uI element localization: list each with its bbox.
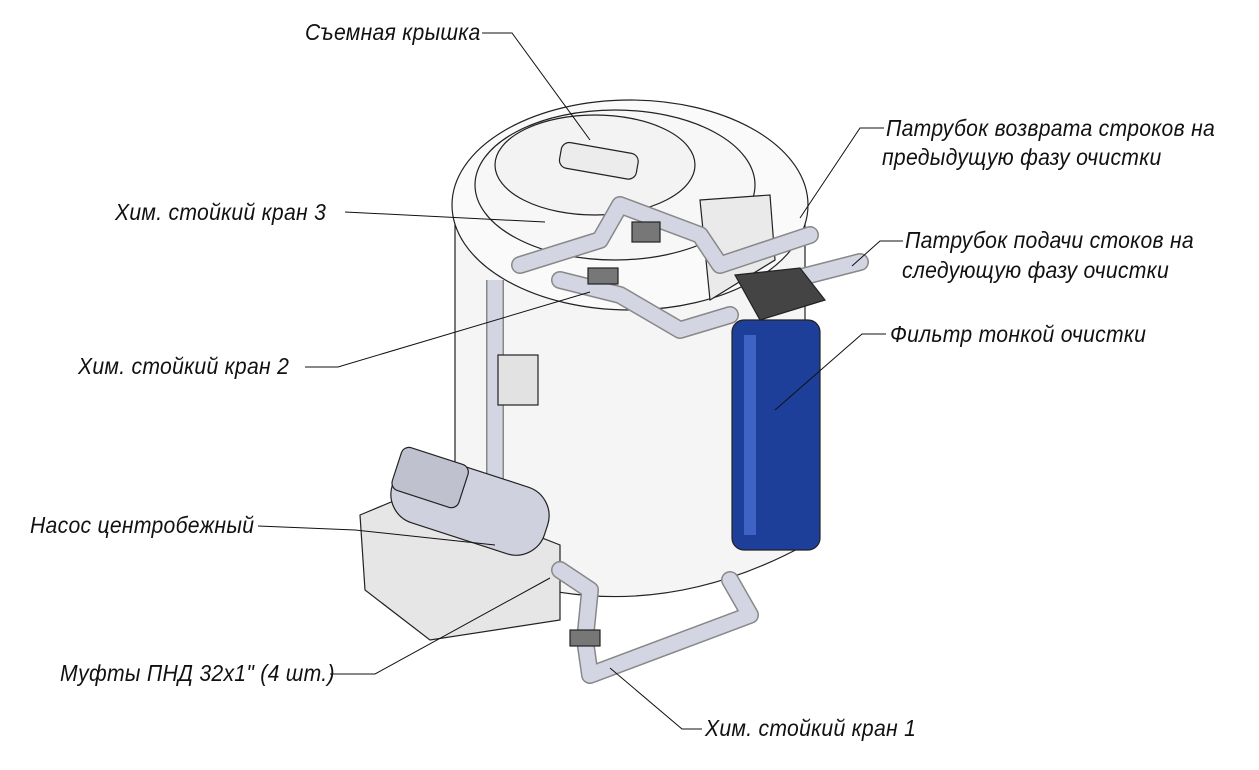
leader-lid — [482, 32, 591, 141]
label-return-pipe-1: Патрубок возврата строков на — [886, 115, 1216, 141]
lid-handle — [558, 141, 639, 180]
label-filter: Фильтр тонкой очистки — [890, 321, 1147, 347]
label-couplings: Муфты ПНД 32х1" (4 шт.) — [60, 660, 335, 686]
label-valve2: Хим. стойкий кран 2 — [78, 353, 290, 379]
label-supply-pipe-2: следующую фазу очистки — [902, 257, 1169, 283]
leader-pump — [257, 525, 496, 546]
leader-supply-pipe — [851, 240, 903, 267]
leader-couplings — [330, 577, 551, 675]
leader-filter — [774, 333, 886, 411]
label-valve1: Хим. стойкий кран 1 — [705, 715, 917, 741]
leader-lines — [257, 32, 903, 730]
electrical-box — [497, 354, 539, 406]
leader-valve2 — [305, 291, 591, 368]
label-pump: Насос центробежный — [30, 512, 255, 538]
label-lid: Съемная крышка — [305, 19, 481, 45]
valve-1 — [569, 629, 601, 647]
valve-2 — [587, 267, 619, 285]
leader-valve1 — [609, 667, 702, 730]
leader-valve3 — [344, 211, 546, 223]
label-supply-pipe-1: Патрубок подачи стоков на — [905, 227, 1194, 253]
leader-return-pipe — [799, 127, 884, 219]
filter-head — [734, 267, 827, 321]
label-return-pipe-2: предыдущую фазу очистки — [882, 144, 1162, 170]
valve-3 — [631, 221, 661, 243]
label-valve3: Хим. стойкий кран 3 — [115, 199, 327, 225]
